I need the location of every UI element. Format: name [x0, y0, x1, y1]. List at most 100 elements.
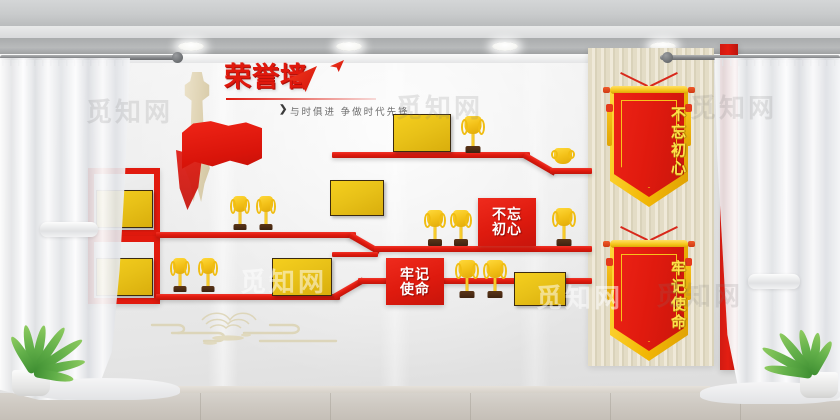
trophy-base	[259, 224, 273, 230]
curtain-tie-right[interactable]	[748, 274, 800, 289]
plant-left	[6, 280, 86, 396]
page-subtitle: 与时俱进 争做时代先锋	[290, 107, 410, 118]
chinese-cloud-decor	[150, 300, 350, 346]
trophy-base	[201, 286, 215, 292]
trophy-handle-right	[478, 119, 485, 135]
pennant-hanger	[623, 72, 675, 86]
trophy-base	[487, 291, 503, 298]
trophy-stem	[493, 278, 497, 291]
trophy	[230, 196, 250, 232]
pennant-laojishiming[interactable]: 牢记使命	[603, 240, 695, 366]
trophy-stem	[433, 227, 437, 239]
baseboard	[150, 386, 710, 394]
plaque-label: 牢记 使命	[400, 265, 430, 297]
pennant-buwangchuxin[interactable]: 不忘初心	[603, 86, 695, 212]
trophy-handle-left	[551, 149, 558, 159]
red-flag	[182, 121, 262, 169]
plaque-label: 不忘 初心	[492, 206, 522, 237]
trophy-stem	[465, 278, 469, 291]
curtain-tie-left[interactable]	[40, 222, 98, 237]
trophy	[552, 208, 576, 247]
trophy-base	[459, 291, 475, 298]
trophy-handle-left	[483, 263, 490, 280]
trophy	[461, 116, 485, 154]
photo-frame-upper-center[interactable]	[393, 114, 451, 152]
trophy	[424, 210, 446, 247]
curtain-rod-finial-left	[172, 52, 183, 63]
pennant-label: 不忘初心	[669, 106, 686, 178]
shelf-rail-upper	[332, 152, 530, 158]
pennant-tassel-left	[606, 104, 613, 146]
shelf-rail-mid-right	[374, 246, 592, 252]
trophy-handle-left	[461, 119, 468, 135]
pennant-hanger	[623, 226, 675, 240]
shelf-rail-mid	[156, 232, 356, 238]
trophy-handle-right	[465, 212, 472, 229]
trophy-handle-left	[170, 260, 176, 276]
curtain-pool-left	[30, 378, 180, 400]
chevron-right-icon: ❯	[279, 104, 288, 115]
shelf-rail-bottom-right	[358, 278, 592, 284]
trophy-base	[556, 239, 572, 246]
trophy-stem	[206, 274, 210, 286]
trophy-handle-right	[500, 263, 507, 280]
trophy	[170, 258, 190, 294]
trophy	[455, 260, 479, 299]
photo-frame-mid-left[interactable]	[330, 180, 384, 216]
trophy-handle-right	[569, 211, 576, 228]
curtain-rod-right	[660, 55, 840, 60]
trophy-base	[233, 224, 247, 230]
trophy-handle-right	[472, 263, 479, 280]
photo-frame-mid-lower[interactable]	[272, 258, 332, 296]
pennant-tassel-left	[606, 258, 613, 300]
trophy-stem	[238, 212, 242, 224]
trophy-base	[173, 286, 187, 292]
trophy-handle-left	[450, 212, 457, 229]
floor-plank-line	[200, 393, 201, 420]
trophy-stem	[178, 274, 182, 286]
plaque-laojishiming[interactable]: 牢记 使命	[386, 258, 444, 305]
pennant-tassel-right	[685, 258, 692, 300]
trophy-handle-left	[198, 260, 204, 276]
trophy-handle-right	[184, 260, 190, 276]
ceiling-band	[0, 26, 840, 38]
pennant-body	[614, 247, 684, 351]
pennant-rod	[603, 240, 695, 248]
curtain-rod-finial-right	[662, 52, 673, 63]
title-rule	[226, 98, 376, 100]
pennant-rod	[603, 86, 695, 94]
ceiling-lip	[0, 54, 840, 63]
trophy-handle-right	[439, 212, 446, 229]
trophy-handle-left	[552, 211, 559, 228]
photo-frame-right-lower[interactable]	[514, 272, 566, 306]
shelf-rail-bottom-stub	[332, 252, 378, 257]
trophy	[450, 210, 472, 247]
trophy-stem	[562, 226, 566, 239]
trophy	[551, 148, 575, 170]
trophy-base	[428, 239, 442, 246]
ceiling-slab	[0, 0, 840, 26]
pennant-tassel-right	[685, 104, 692, 146]
trophy	[198, 258, 218, 294]
shelf-rail-upper-right	[550, 168, 592, 174]
trophy-handle-left	[230, 198, 236, 214]
pennant-inner-border	[621, 254, 677, 342]
floor-plank-line	[470, 393, 471, 420]
trophy-stem	[459, 227, 463, 239]
plaque-buwangchuxin[interactable]: 不忘 初心	[478, 198, 536, 246]
trophy-stem	[264, 212, 268, 224]
ceiling-recess	[0, 38, 840, 54]
ceiling-light	[650, 42, 676, 51]
pennant-body	[614, 93, 684, 197]
trophy-base	[454, 239, 468, 246]
curtain-rod-left	[0, 55, 182, 60]
pennant-inner-border	[621, 100, 677, 188]
trophy-handle-left	[455, 263, 462, 280]
trophy-stem	[471, 134, 475, 146]
ceiling-light	[336, 42, 362, 51]
trophy-handle-right	[244, 198, 250, 214]
trophy-cup	[554, 148, 572, 164]
shelf-rail-bottom	[156, 294, 340, 300]
trophy-handle-left	[424, 212, 431, 229]
